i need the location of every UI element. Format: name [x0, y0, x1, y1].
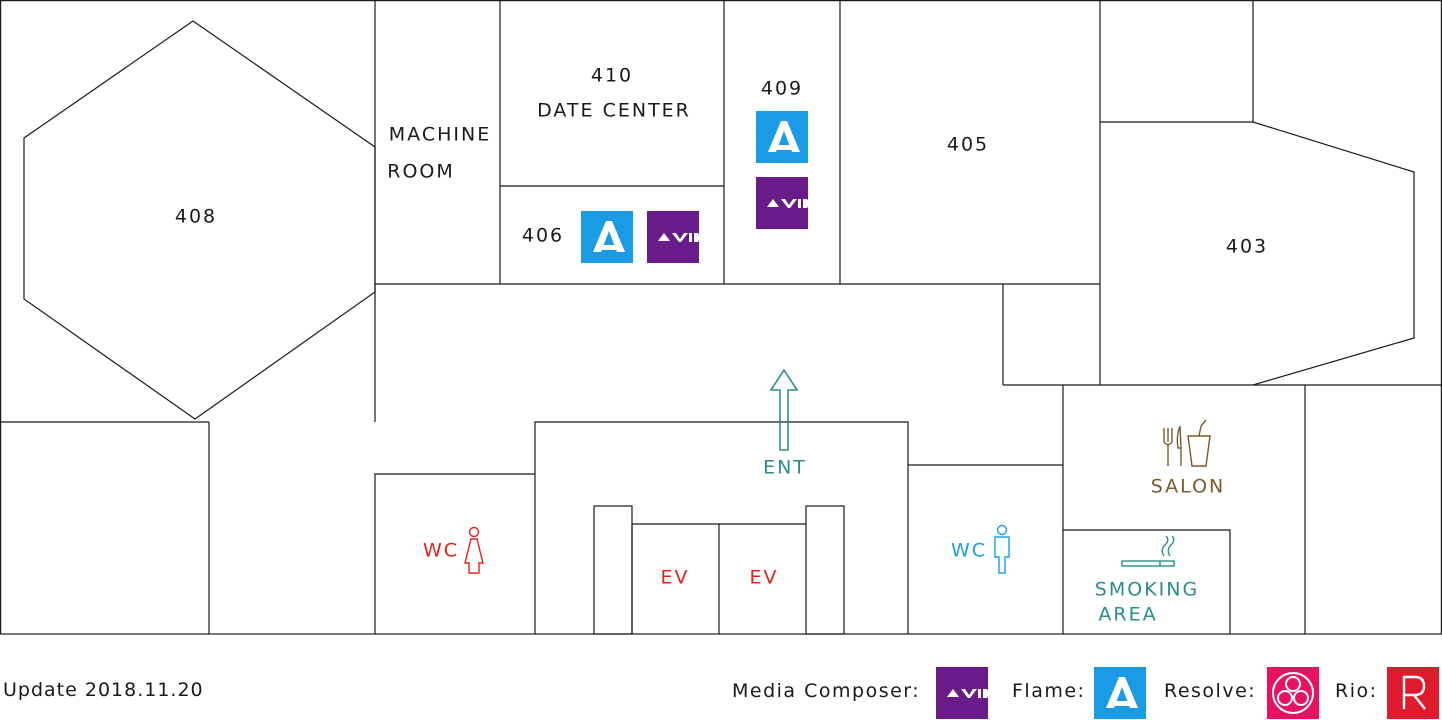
- room-403-shape: [1252, 121, 1415, 386]
- resolve-logo-icon: [1267, 667, 1319, 719]
- cutlery-cup-icon: [1163, 419, 1211, 467]
- room-403-label: 403: [1225, 235, 1269, 258]
- rio-logo-icon: [1387, 667, 1439, 719]
- entrance-arrow-icon: [769, 368, 799, 451]
- avid-badge-409: [756, 177, 810, 229]
- room-405-label: 405: [946, 133, 990, 156]
- smoking-label-line1: SMOKING: [1094, 578, 1200, 601]
- avid-badge-406: [647, 211, 701, 263]
- room-410-label: 410: [590, 64, 634, 87]
- flame-badge-406: [581, 211, 633, 263]
- legend-flame: Flame:: [1012, 680, 1086, 702]
- avid-logo-icon: [936, 667, 990, 719]
- female-toilet-icon: [464, 526, 484, 574]
- room-408-label: 408: [174, 205, 218, 228]
- legend-resolve: Resolve:: [1164, 680, 1257, 702]
- wc-female-label: WC: [422, 539, 460, 562]
- machine-room-label-line2: ROOM: [387, 160, 455, 183]
- entrance-label: ENT: [763, 456, 807, 479]
- update-date: Update 2018.11.20: [3, 679, 204, 701]
- room-406-label: 406: [521, 224, 565, 247]
- ev-label-left: EV: [660, 566, 690, 589]
- legend-media-composer: Media Composer:: [732, 680, 921, 702]
- flame-logo-icon: [1094, 667, 1146, 719]
- room-408-hexagon: [23, 20, 376, 420]
- legend-rio: Rio:: [1335, 680, 1378, 702]
- ev-label-right: EV: [749, 566, 779, 589]
- room-409-label: 409: [760, 77, 804, 100]
- machine-room-label-line1: MACHINE: [388, 123, 492, 146]
- male-toilet-icon: [994, 524, 1010, 574]
- building-outline: [0, 0, 1442, 635]
- date-center-label: DATE CENTER: [537, 99, 691, 122]
- flame-badge-409: [756, 111, 808, 163]
- salon-label: SALON: [1150, 475, 1226, 498]
- smoking-label-line2: AREA: [1098, 603, 1158, 626]
- wc-male-label: WC: [950, 539, 988, 562]
- cigarette-icon: [1121, 535, 1175, 567]
